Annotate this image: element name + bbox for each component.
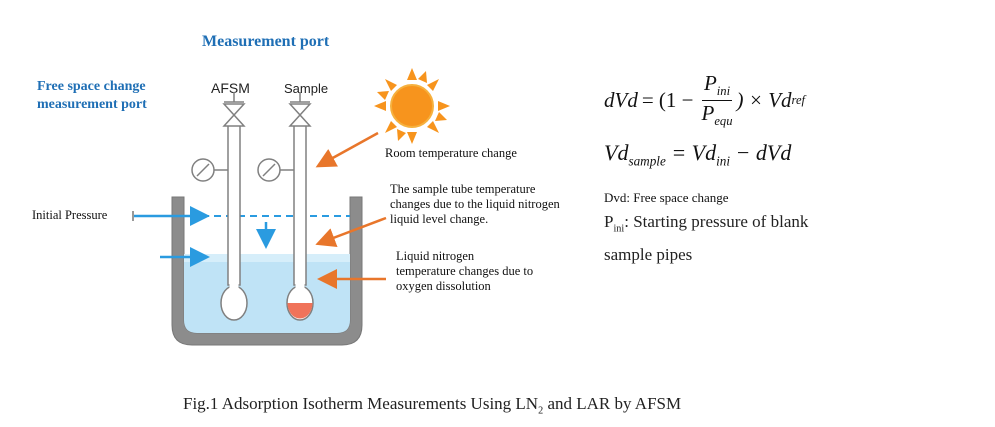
- eq1-fraction: Pini Pequ: [700, 71, 735, 128]
- free-space-port-line2: measurement port: [37, 97, 147, 112]
- eq1-denominator: Pequ: [700, 101, 735, 129]
- sample-pressure-gauge: [257, 158, 294, 182]
- eq1-den-sub: equ: [714, 113, 733, 128]
- tube-temp-arrow: [315, 216, 387, 248]
- eq2-lhs: Vd: [604, 140, 629, 165]
- eq1-rhs: ) × Vd: [736, 87, 792, 112]
- ln2-temp-line3: oxygen dissolution: [396, 279, 491, 293]
- eq2-mid: = Vd: [671, 140, 717, 165]
- afsm-label: AFSM: [211, 80, 250, 96]
- ln2-temp-line2: temperature changes due to: [396, 264, 534, 278]
- caption-prefix: Fig.1 Adsorption Isotherm Measurements U…: [183, 394, 539, 413]
- eq2-lhs-sub: sample: [628, 153, 666, 169]
- tube-temp-line2: changes due to the liquid nitrogen: [390, 197, 560, 211]
- caption-suffix: and LAR by AFSM: [543, 394, 682, 413]
- afsm-valve: [222, 92, 246, 127]
- pini-text-line1: : Starting pressure of blank: [624, 212, 809, 231]
- pini-symbol: P: [604, 212, 614, 231]
- eq1-rhs-sub: ref: [791, 92, 806, 107]
- ln2-temp-line1: Liquid nitrogen: [396, 249, 475, 263]
- equation-2: Vdsample = Vdini − dVd: [604, 140, 791, 169]
- afsm-pressure-gauge: [191, 158, 228, 182]
- room-temp-label: Room temperature change: [385, 146, 517, 160]
- sample-tube: [286, 124, 314, 321]
- sun-icon: [374, 68, 450, 144]
- sample-valve: [288, 92, 312, 127]
- free-space-port-label: Free space change measurement port: [37, 78, 147, 114]
- eq1-den-sym: P: [701, 100, 715, 125]
- eq1-equals: = (1 −: [641, 87, 694, 112]
- eq2-rhs: − dVd: [735, 140, 792, 165]
- eq1-num-sym: P: [703, 71, 717, 96]
- free-space-port-line1: Free space change: [37, 79, 146, 94]
- eq2-mid-sub: ini: [716, 153, 731, 169]
- ln2-temp-label: Liquid nitrogen temperature changes due …: [396, 249, 533, 294]
- dvd-legend: Dvd: Free space change: [604, 190, 729, 205]
- eq1-numerator: Pini: [701, 71, 733, 101]
- pini-sub: ini: [613, 223, 625, 235]
- sample-fill: [287, 303, 313, 319]
- pini-legend: Pini: Starting pressure of blank sample …: [604, 209, 808, 268]
- afsm-tube: [220, 124, 248, 321]
- pini-text-line2: sample pipes: [604, 245, 693, 265]
- caption-sub: 2: [538, 405, 544, 417]
- liquid-nitrogen: [184, 254, 350, 333]
- room-temp-arrow: [315, 131, 379, 168]
- liquid-surface-gradient: [184, 254, 350, 262]
- tube-temp-line1: The sample tube temperature: [390, 182, 536, 196]
- sample-label: Sample: [284, 81, 329, 96]
- tube-temp-line3: liquid level change.: [390, 212, 489, 226]
- figure-caption: Fig.1 Adsorption Isotherm Measurements U…: [183, 394, 681, 416]
- measurement-port-title: Measurement port: [202, 33, 330, 50]
- tube-temp-label: The sample tube temperature changes due …: [390, 182, 560, 227]
- eq1-num-sub: ini: [716, 84, 731, 99]
- initial-pressure-label: Initial Pressure: [32, 208, 108, 222]
- eq1-lhs: dVd: [604, 87, 638, 112]
